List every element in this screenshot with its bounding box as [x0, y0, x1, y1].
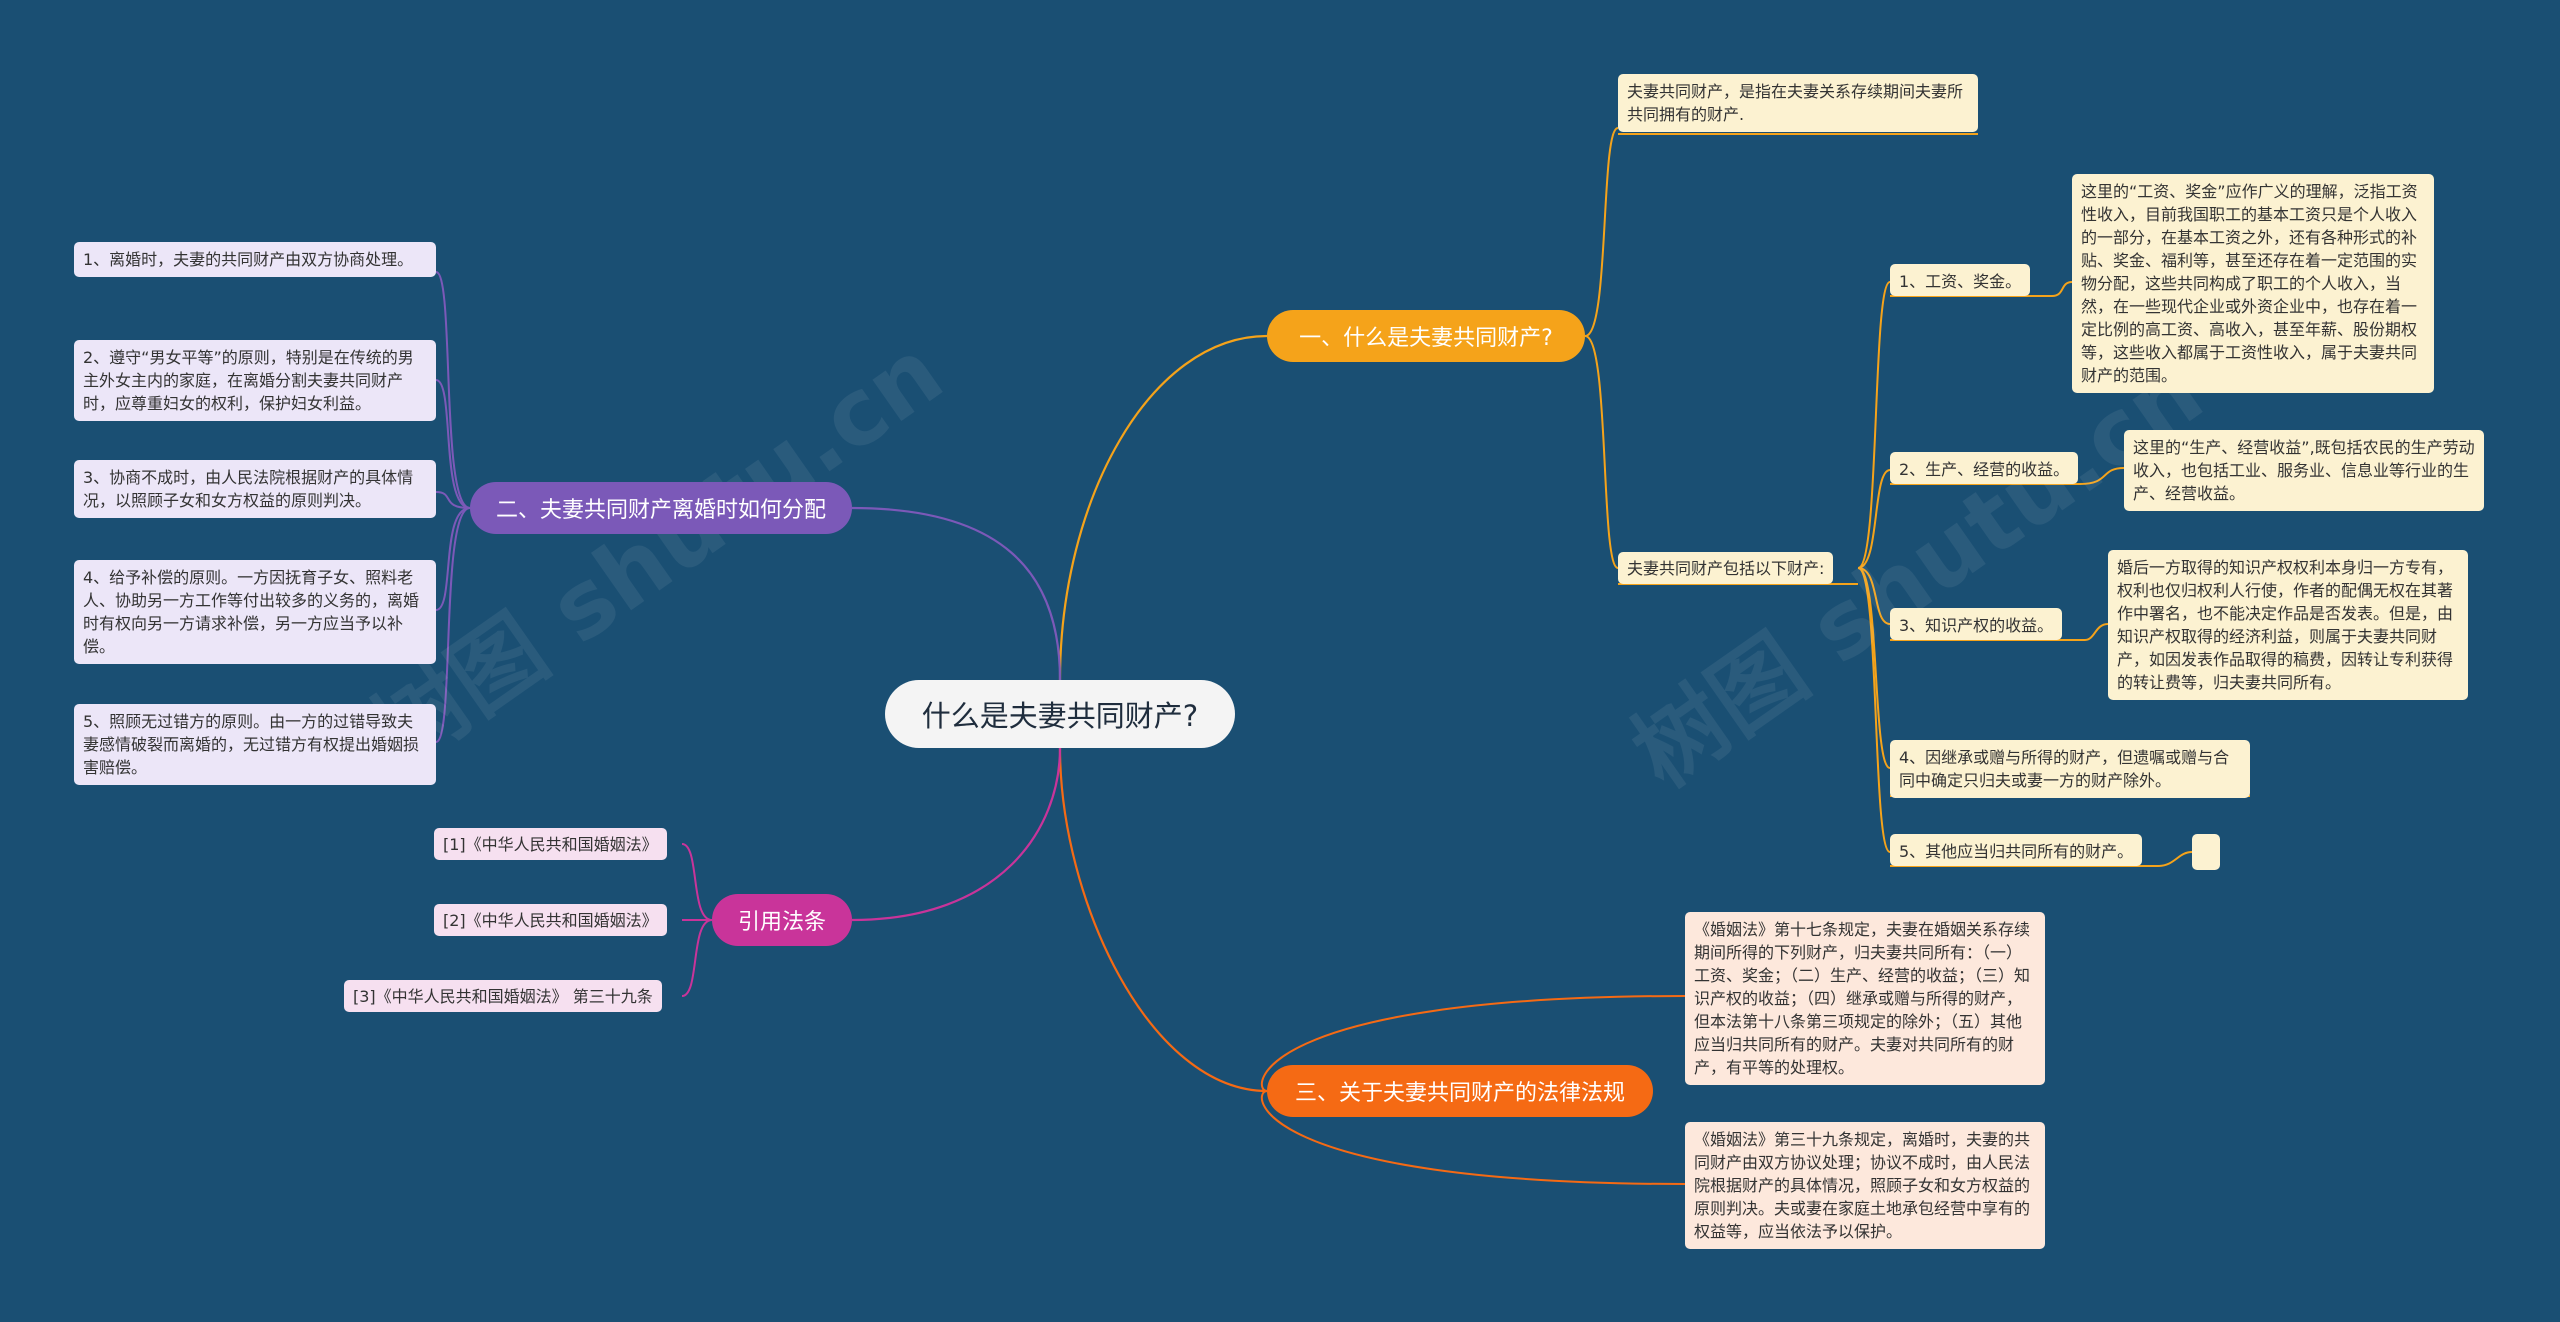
- link-b2-c3: [435, 491, 471, 509]
- distribution-rule-3[interactable]: 3、协商不成时，由人民法院根据财产的具体情况，以照顾子女和女方权益的原则判决。: [74, 460, 436, 518]
- link-b2-c4: [435, 507, 471, 611]
- citation-2[interactable]: [2]《中华人民共和国婚姻法》: [434, 904, 667, 936]
- link-root-b2: [851, 506, 1062, 681]
- link-root-b1: [1058, 334, 1268, 681]
- detail-ip[interactable]: 婚后一方取得的知识产权权利本身归一方专有，权利也仅归权利人行使，作者的配偶无权在…: [2108, 550, 2468, 700]
- item-inheritance[interactable]: 4、因继承或赠与所得的财产，但遗嘱或赠与合同中确定只归夫或妻一方的财产除外。: [1890, 740, 2250, 798]
- branch-what-is[interactable]: 一、什么是夫妻共同财产?: [1267, 310, 1585, 362]
- distribution-rule-2[interactable]: 2、遵守“男女平等”的原则，特别是在传统的男主外女主内的家庭，在离婚分割夫妻共同…: [74, 340, 436, 421]
- branch-laws[interactable]: 三、关于夫妻共同财产的法律法规: [1267, 1065, 1653, 1117]
- branch-divorce-distribution[interactable]: 二、夫妻共同财产离婚时如何分配: [470, 482, 852, 534]
- link-b4-c3: [681, 919, 713, 997]
- link-item2: [1857, 469, 1891, 569]
- detail-wages[interactable]: 这里的“工资、奖金”应作广义的理解，泛指工资性收入，目前我国职工的基本工资只是个…: [2072, 174, 2434, 393]
- law-article-17[interactable]: 《婚姻法》第十七条规定，夫妻在婚姻关系存续期间所得的下列财产，归夫妻共同所有：（…: [1685, 912, 2045, 1085]
- distribution-rule-5[interactable]: 5、照顾无过错方的原则。由一方的过错导致夫妻感情破裂而离婚的，无过错方有权提出婚…: [74, 704, 436, 785]
- link-b3-c2: [1260, 1090, 1686, 1185]
- item-ip[interactable]: 3、知识产权的收益。: [1890, 608, 2063, 640]
- link-detail5: [2157, 851, 2193, 867]
- link-item5: [1857, 567, 1891, 853]
- link-b1-includes: [1584, 335, 1619, 569]
- citation-3[interactable]: [3]《中华人民共和国婚姻法》 第三十九条: [344, 980, 662, 1012]
- includes-label[interactable]: 夫妻共同财产包括以下财产:: [1618, 552, 1834, 584]
- link-b2-c5: [435, 507, 471, 743]
- link-b2-c2: [435, 379, 471, 509]
- distribution-rule-1[interactable]: 1、离婚时，夫妻的共同财产由双方协商处理。: [74, 242, 436, 277]
- citation-1[interactable]: [1]《中华人民共和国婚姻法》: [434, 828, 667, 860]
- link-detail2: [2079, 467, 2125, 485]
- link-root-b3: [1058, 747, 1268, 1093]
- link-b3-c1: [1260, 995, 1686, 1092]
- item-wages[interactable]: 1、工资、奖金。: [1890, 264, 2031, 296]
- link-b1-definition: [1584, 127, 1619, 337]
- link-detail1: [2051, 281, 2073, 297]
- link-b2-c1: [435, 271, 471, 509]
- link-root-b4: [851, 747, 1062, 922]
- link-b4-c1: [681, 843, 713, 921]
- detail-production[interactable]: 这里的“生产、经营收益”,既包括农民的生产劳动收入，也包括工业、服务业、信息业等…: [2124, 430, 2484, 511]
- branch-citations[interactable]: 引用法条: [712, 894, 852, 946]
- link-item1: [1857, 281, 1891, 569]
- link-item4: [1857, 567, 1891, 769]
- link-item3: [1857, 567, 1891, 625]
- law-article-39[interactable]: 《婚姻法》第三十九条规定，离婚时，夫妻的共同财产由双方协议处理；协议不成时，由人…: [1685, 1122, 2045, 1249]
- root-topic[interactable]: 什么是夫妻共同财产?: [885, 680, 1235, 748]
- item-production[interactable]: 2、生产、经营的收益。: [1890, 452, 2079, 484]
- distribution-rule-4[interactable]: 4、给予补偿的原则。一方因抚育子女、照料老人、协助另一方工作等付出较多的义务的，…: [74, 560, 436, 664]
- detail-other-empty[interactable]: [2192, 834, 2220, 870]
- definition-card[interactable]: 夫妻共同财产，是指在夫妻关系存续期间夫妻所共同拥有的财产.: [1618, 74, 1978, 132]
- link-detail3: [2084, 623, 2109, 641]
- item-other[interactable]: 5、其他应当归共同所有的财产。: [1890, 834, 2143, 866]
